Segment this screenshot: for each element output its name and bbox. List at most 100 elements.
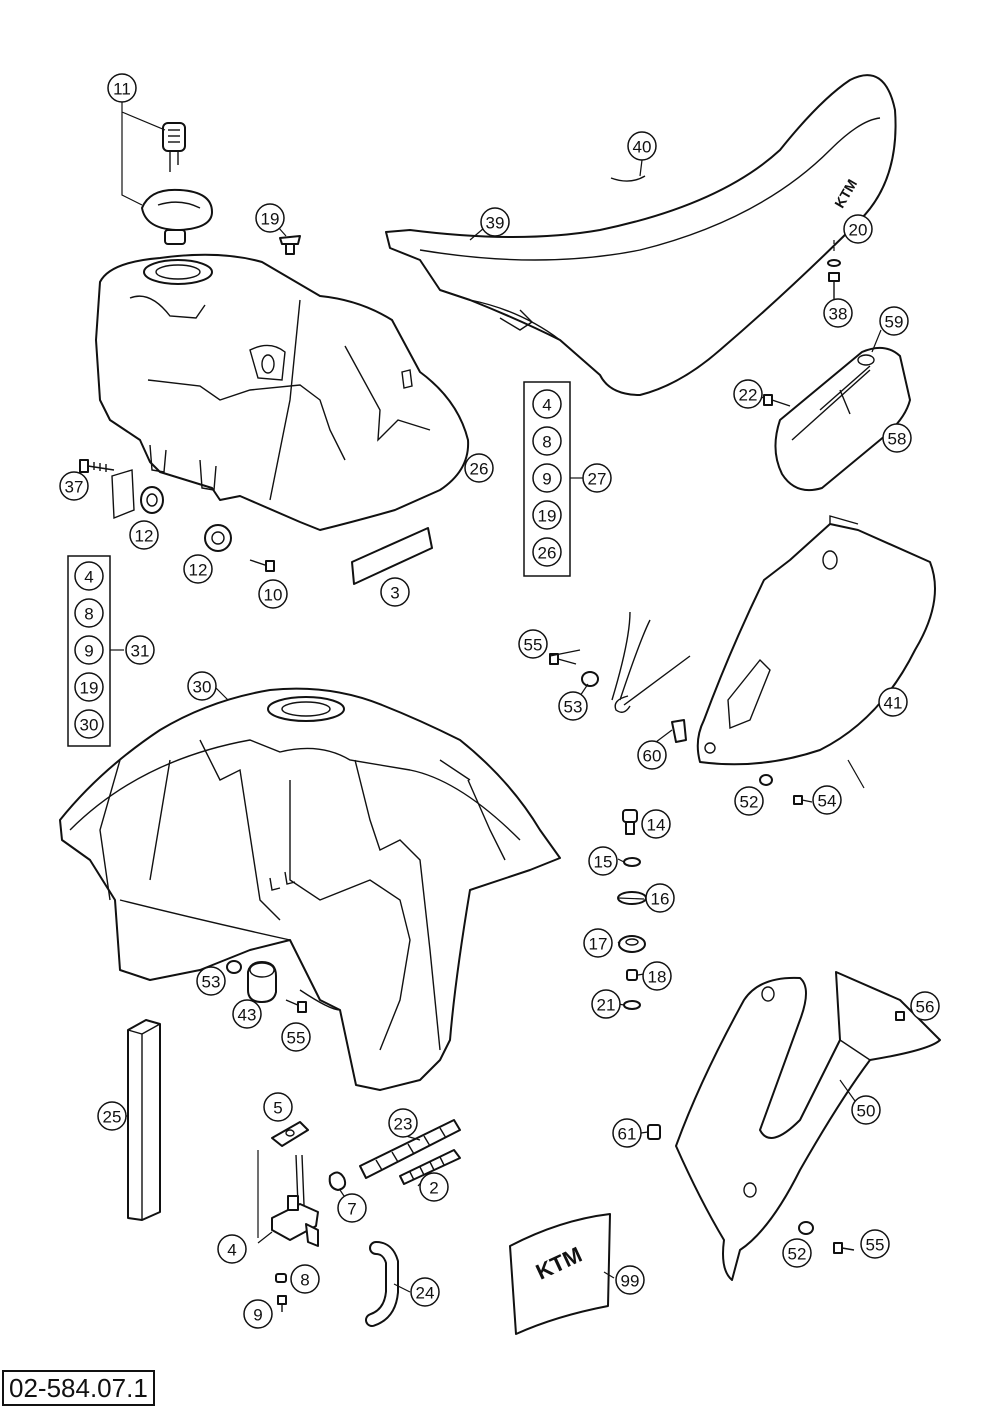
- grommet-53b-part: [581, 671, 599, 687]
- svg-text:2: 2: [429, 1179, 438, 1198]
- callout-54: 54: [812, 785, 842, 815]
- svg-text:40: 40: [633, 138, 652, 157]
- callout-60: 60: [637, 740, 667, 770]
- svg-text:55: 55: [524, 636, 543, 655]
- svg-text:30: 30: [193, 678, 212, 697]
- frame-fragment: [611, 611, 691, 713]
- key-part: [162, 122, 186, 172]
- svg-text:16: 16: [651, 890, 670, 909]
- svg-text:31: 31: [131, 642, 150, 661]
- svg-text:11: 11: [113, 80, 131, 99]
- foam-pillar-25-part: [127, 1019, 161, 1221]
- tool-bag-part: [774, 346, 911, 492]
- svg-text:17: 17: [589, 935, 608, 954]
- svg-text:26: 26: [470, 460, 489, 479]
- svg-text:9: 9: [542, 470, 551, 489]
- callout-2: 2: [419, 1172, 449, 1202]
- svg-text:20: 20: [849, 221, 868, 240]
- svg-text:3: 3: [390, 584, 399, 603]
- group-box-27: [523, 381, 571, 577]
- group-member-19: 19: [532, 500, 562, 530]
- svg-text:58: 58: [888, 430, 907, 449]
- fuel-cap-part: [141, 188, 213, 245]
- svg-text:8: 8: [542, 433, 551, 452]
- callout-5: 5: [263, 1092, 293, 1122]
- callout-38: 38: [823, 298, 853, 328]
- callout-55: 55: [860, 1229, 890, 1259]
- group-member-19: 19: [74, 672, 104, 702]
- nut-18-part: [626, 969, 638, 981]
- callout-10: 10: [258, 579, 288, 609]
- callout-37: 37: [59, 471, 89, 501]
- svg-text:59: 59: [885, 313, 904, 332]
- svg-text:10: 10: [264, 586, 283, 605]
- callout-18: 18: [642, 961, 672, 991]
- svg-text:7: 7: [347, 1200, 356, 1219]
- callout-24: 24: [410, 1277, 440, 1307]
- bolt-22-part: [763, 394, 791, 407]
- svg-text:52: 52: [740, 793, 759, 812]
- hose-2-part: [399, 1149, 461, 1185]
- callout-39: 39: [480, 207, 510, 237]
- callout-55: 55: [518, 629, 548, 659]
- svg-text:9: 9: [84, 642, 93, 661]
- callout-12: 12: [129, 520, 159, 550]
- foam-strip-3-part: [351, 527, 433, 585]
- fuel-tank-upper-part: [95, 253, 470, 531]
- callout-15: 15: [588, 846, 618, 876]
- svg-text:56: 56: [916, 998, 935, 1017]
- hose-23-part: [359, 1119, 461, 1179]
- svg-text:15: 15: [594, 853, 613, 872]
- bolt-10-part: [249, 559, 275, 572]
- group-member-4: 4: [532, 389, 562, 419]
- callout-25: 25: [97, 1101, 127, 1131]
- bolt-14-part: [622, 809, 638, 835]
- bolt-37-part: [79, 459, 135, 520]
- grommet-52b-part: [798, 1221, 814, 1235]
- svg-text:41: 41: [884, 694, 903, 713]
- group-member-8: 8: [74, 598, 104, 628]
- svg-text:8: 8: [84, 605, 93, 624]
- bolt-55a-part: [285, 999, 307, 1013]
- svg-text:50: 50: [857, 1102, 876, 1121]
- svg-text:43: 43: [238, 1006, 257, 1025]
- callout-4: 4: [217, 1234, 247, 1264]
- group-member-8: 8: [532, 426, 562, 456]
- svg-text:54: 54: [818, 792, 837, 811]
- side-cover-50-part: [675, 971, 941, 1281]
- callout-40: 40: [627, 131, 657, 161]
- callout-99: 99: [615, 1265, 645, 1295]
- callout-43: 43: [232, 999, 262, 1029]
- screw-9-part: [277, 1295, 287, 1312]
- svg-text:99: 99: [621, 1272, 640, 1291]
- group-member-9: 9: [532, 463, 562, 493]
- svg-text:21: 21: [597, 996, 616, 1015]
- hose-clamp-7-part: [328, 1171, 347, 1191]
- washer-15-part: [623, 857, 641, 867]
- callout-19: 19: [255, 203, 285, 233]
- callout-9: 9: [243, 1299, 273, 1329]
- svg-text:52: 52: [788, 1245, 807, 1264]
- callout-3: 3: [380, 577, 410, 607]
- callout-27: 27: [582, 463, 612, 493]
- svg-text:55: 55: [287, 1029, 306, 1048]
- callout-21: 21: [591, 989, 621, 1019]
- callout-55: 55: [281, 1022, 311, 1052]
- svg-text:61: 61: [618, 1125, 637, 1144]
- svg-text:8: 8: [300, 1271, 309, 1290]
- callout-26: 26: [464, 453, 494, 483]
- svg-text:26: 26: [538, 544, 557, 563]
- bolt-19-part: [279, 235, 301, 255]
- grommet-12b-part: [204, 524, 232, 552]
- callout-20: 20: [843, 214, 873, 244]
- callout-50: 50: [851, 1095, 881, 1125]
- side-cover-41-part: [696, 515, 936, 766]
- svg-text:18: 18: [648, 968, 667, 987]
- svg-text:14: 14: [647, 816, 666, 835]
- callout-14: 14: [641, 809, 671, 839]
- group-box-31: [67, 555, 111, 747]
- callout-41: 41: [878, 687, 908, 717]
